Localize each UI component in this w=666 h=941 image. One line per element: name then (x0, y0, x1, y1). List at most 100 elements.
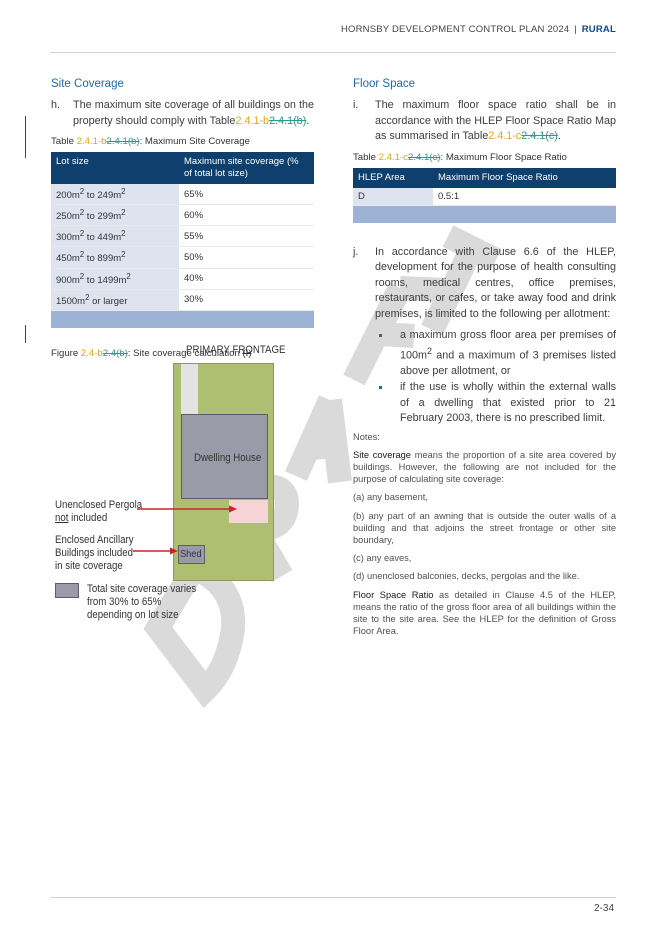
shed-arrowhead (170, 547, 178, 555)
legend-swatch (55, 583, 79, 598)
dwelling-house-label: Dwelling House (194, 452, 262, 464)
lot-to: to 449m (84, 232, 122, 244)
ancillary-label-line2: Buildings included (55, 547, 134, 559)
table-ref-new: 2.4.1-b (235, 114, 270, 127)
lot-from: 1500m (56, 295, 86, 307)
hlep-area-cell: D (353, 187, 433, 206)
page-header: HORNSBY DEVELOPMENT CONTROL PLAN 2024 | … (341, 24, 616, 35)
floor-space-table: HLEP Area Maximum Floor Space Ratio D 0.… (353, 167, 616, 206)
figure-prefix: Figure (51, 347, 81, 359)
lot-size-cell: 1500m2 or larger (51, 289, 179, 311)
change-bar (25, 116, 26, 158)
caption-ref-deleted: 2.4.1(b) (106, 136, 140, 147)
bullet1-text: a maximum gross floor area per premises … (400, 329, 616, 362)
bullet2-text: if the use is wholly within the external… (400, 381, 616, 425)
superscript: 2 (79, 229, 85, 239)
pergola-label: Unenclosed Pergola not included (55, 499, 142, 525)
header-separator: | (574, 24, 577, 35)
caption-prefix: Table (51, 136, 77, 147)
superscript: 2 (79, 271, 85, 281)
lot-from: 250m (56, 211, 80, 223)
lot-to: to 249m (84, 190, 122, 202)
legend-text: Total site coverage varies from 30% to 6… (87, 583, 196, 622)
floor-space-heading: Floor Space (353, 78, 416, 90)
column-header: Maximum site coverage (% of total lot si… (179, 152, 314, 184)
note-item-d: (d) unenclosed balconies, decks, pergola… (353, 571, 580, 582)
lot-to: to 899m (84, 253, 122, 265)
lot (173, 363, 274, 581)
note-item-c: (c) any eaves, (353, 553, 412, 564)
clause-label: h. (51, 99, 61, 111)
clause-j: j. In accordance with Clause 6.6 of the … (353, 245, 616, 323)
table-ref-deleted: 2.4.1(b) (269, 114, 307, 127)
lot-size-cell: 300m2 to 449m2 (51, 225, 179, 248)
left-column: Site Coverage h. The maximum site covera… (51, 78, 314, 359)
clause-label: i. (353, 99, 359, 111)
column-header: Maximum Floor Space Ratio (433, 167, 616, 188)
superscript: 2 (79, 187, 85, 196)
coverage-cell: 60% (179, 204, 314, 227)
document-title: HORNSBY DEVELOPMENT CONTROL PLAN 2024 (340, 24, 570, 35)
table-header-row: HLEP Area Maximum Floor Space Ratio (353, 167, 616, 188)
clause-end: . (306, 114, 310, 127)
lot-from: 300m (56, 232, 80, 244)
clause-label: j. (353, 245, 359, 258)
figure-caption-text: : Site coverage calculation (127, 347, 243, 359)
table-caption: Table 2.4.1-c2.4.1(c): Maximum Floor Spa… (353, 152, 616, 163)
coverage-cell: 50% (179, 246, 314, 269)
superscript: 2 (121, 250, 126, 260)
clause-h-text: The maximum site coverage of all buildin… (73, 99, 314, 127)
figure-ref-deleted: 2.4(b) (102, 347, 128, 359)
table-row: D 0.5:1 (353, 187, 616, 206)
site-coverage-definition: means the proportion of a site area cove… (353, 449, 616, 485)
driveway (181, 364, 198, 414)
legend-line2: from 30% to 65% (87, 596, 162, 608)
footer-rule (50, 897, 616, 898)
caption-prefix: Table (353, 151, 379, 163)
table-caption: Table 2.4.1-b2.4.1(b): Maximum Site Cove… (51, 136, 314, 147)
lot-size-cell: 250m2 to 299m2 (51, 204, 179, 227)
column-header: Lot size (51, 152, 179, 184)
note-item-b: (b) any part of an awning that is outsid… (353, 510, 616, 546)
table-ref-deleted: 2.4.1(c) (521, 130, 558, 142)
site-coverage-table: Lot size Maximum site coverage (% of tot… (51, 152, 314, 311)
shed-label: Shed (180, 548, 202, 560)
lot-size-cell: 200m2 to 249m2 (51, 184, 179, 206)
clause-i-text: The maximum floor space ratio shall be i… (375, 99, 616, 142)
table-header-row: Lot size Maximum site coverage (% of tot… (51, 152, 314, 184)
caption-text: : Maximum Site Coverage (139, 136, 250, 147)
shed (178, 545, 205, 564)
section-name: RURAL (581, 24, 616, 35)
superscript: 2 (85, 292, 90, 302)
list-item: if the use is wholly within the external… (353, 380, 616, 427)
pergola-not: not (55, 512, 69, 524)
change-bar (25, 325, 26, 343)
coverage-cell: 30% (179, 289, 314, 311)
superscript: 2 (79, 208, 85, 218)
notes: Notes: Site coverage means the proportio… (353, 431, 616, 638)
pergola-label-line1: Unenclosed Pergola (55, 499, 143, 511)
column-header: HLEP Area (353, 167, 433, 188)
clause-text: The maximum site coverage of all buildin… (73, 98, 314, 129)
superscript: 2 (121, 208, 126, 218)
lot-from: 450m (56, 253, 80, 265)
caption-ref-new: 2.4.1-b (76, 136, 107, 147)
clause-text: The maximum floor space ratio shall be i… (375, 98, 616, 145)
header-rule (50, 52, 616, 53)
figure-ref-new: 2.4-b (80, 347, 103, 359)
lot-to: to 299m (84, 211, 122, 223)
site-coverage-heading: Site Coverage (51, 78, 124, 90)
figure-caption-deleted: (I) (242, 347, 252, 359)
superscript: 2 (121, 229, 126, 239)
term-site-coverage: Site coverage (353, 449, 411, 460)
clause-j-text: In accordance with Clause 6.6 of the HLE… (375, 245, 616, 320)
caption-text: : Maximum Floor Space Ratio (440, 151, 567, 163)
lot-to: to 1499m (84, 274, 127, 286)
notes-title: Notes: (353, 431, 380, 442)
coverage-cell: 40% (179, 268, 314, 290)
